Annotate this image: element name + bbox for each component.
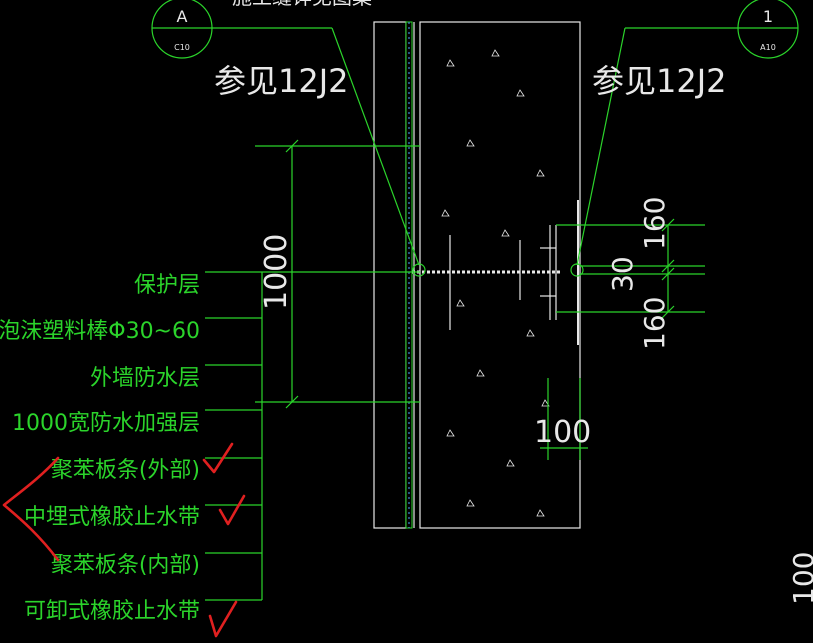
label-protective-layer: 保护层 bbox=[134, 273, 200, 298]
svg-text:30: 30 bbox=[606, 256, 639, 292]
svg-text:160: 160 bbox=[638, 197, 671, 250]
dimension-width: 100 bbox=[534, 378, 591, 460]
joint-marker-left bbox=[412, 263, 426, 277]
red-check-mark-1 bbox=[202, 442, 234, 474]
dimension-edge: 100 bbox=[787, 552, 813, 605]
dimension-right: 160 30 160 bbox=[556, 197, 705, 350]
red-check-mark-3 bbox=[208, 600, 238, 638]
svg-text:100: 100 bbox=[534, 415, 591, 450]
label-outer-waterproof: 外墙防水层 bbox=[90, 366, 200, 391]
label-embedded-waterstop: 中埋式橡胶止水带 bbox=[24, 505, 200, 530]
ref-bubble-a: A C10 参见12J2 bbox=[151, 0, 420, 266]
ref-1-note: 参见12J2 bbox=[592, 62, 727, 100]
svg-text:160: 160 bbox=[638, 297, 671, 350]
protective-wall bbox=[373, 21, 407, 529]
label-removable-waterstop: 可卸式橡胶止水带 bbox=[24, 599, 200, 624]
label-eps-outer: 聚苯板条(外部) bbox=[51, 458, 200, 483]
ref-a-note: 参见12J2 bbox=[214, 62, 349, 100]
label-foam-rod: 泡沫塑料棒Φ30~60 bbox=[0, 319, 200, 344]
removable-waterstop bbox=[540, 225, 557, 320]
leader-lines bbox=[205, 271, 420, 601]
title-partial: 施工缝详见图集 bbox=[232, 0, 372, 9]
svg-text:A10: A10 bbox=[760, 43, 776, 52]
dimension-height: 1000 bbox=[255, 139, 420, 409]
label-eps-inner: 聚苯板条(内部) bbox=[51, 553, 200, 578]
red-bracket-mark bbox=[2, 456, 60, 562]
label-reinforcement: 1000宽防水加强层 bbox=[12, 411, 200, 436]
svg-text:C10: C10 bbox=[174, 43, 190, 52]
concrete-aggregate bbox=[441, 49, 550, 517]
svg-text:1: 1 bbox=[763, 7, 773, 26]
svg-text:A: A bbox=[177, 7, 188, 26]
red-check-mark-2 bbox=[218, 494, 246, 526]
